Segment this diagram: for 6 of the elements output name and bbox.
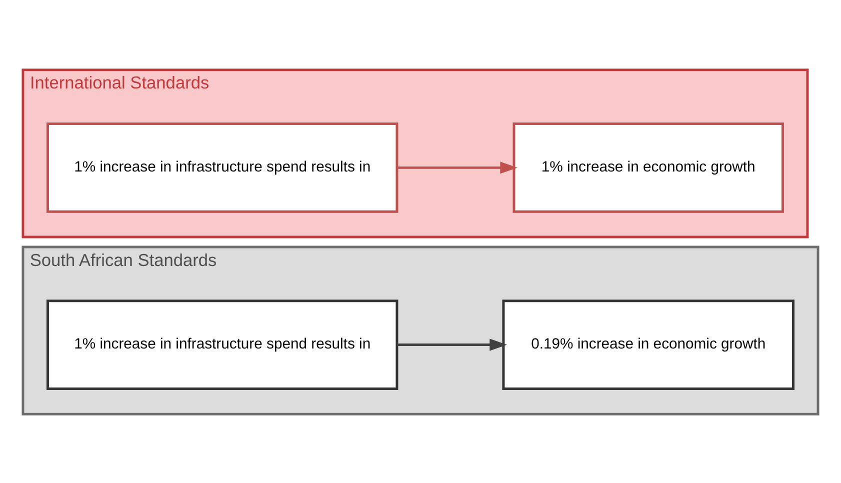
node-box: 1% increase in infrastructure spend results in	[46, 299, 398, 390]
node-box: 1% increase in economic growth	[512, 122, 784, 212]
arrow	[397, 161, 518, 174]
node-box: 1% increase in infrastructure spend results in	[46, 122, 398, 212]
node-box: 0.19% increase in economic growth	[502, 299, 794, 390]
arrow	[397, 338, 508, 350]
